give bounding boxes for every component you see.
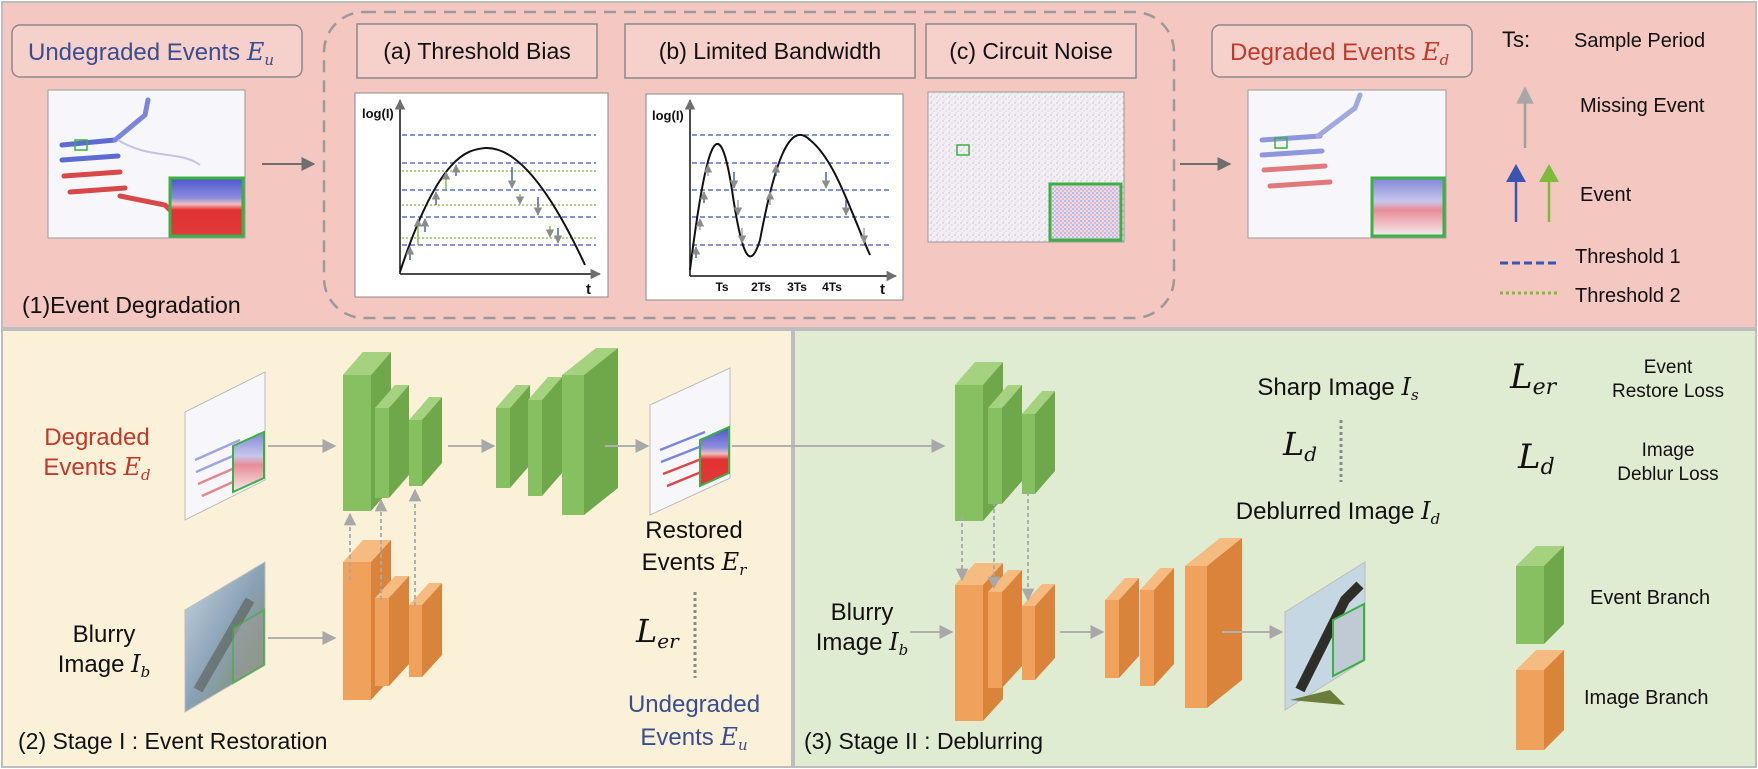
circuit-noise-image (927, 91, 1125, 243)
svg-text:2Ts: 2Ts (751, 280, 771, 294)
legend-ld-line2: Deblur Loss (1617, 464, 1718, 485)
sharp-image-label: Sharp Image Is (1257, 373, 1419, 404)
stage1-title: (2) Stage I : Event Restoration (18, 728, 327, 754)
svg-text:log(I): log(I) (362, 106, 394, 121)
stage1-blurry-label-2: Image Ib (58, 650, 150, 681)
legend-ler-symbol: Ler (1509, 357, 1558, 400)
legend-ler-line1: Event (1644, 357, 1693, 378)
degradation-section-title: (1)Event Degradation (22, 292, 241, 318)
stage1-undegraded-label: Undegraded (628, 691, 760, 718)
stage1-event-encoder (343, 352, 442, 511)
deblurred-image-label: Deblurred Image Id (1236, 497, 1441, 528)
stage2-loss-ld: Ld (1282, 425, 1317, 466)
stage2-blurry-label-2: Image Ib (816, 628, 908, 659)
legend-event-branch: Event Branch (1590, 587, 1710, 609)
stage1-feature-links (343, 488, 422, 606)
stage2-image-decoder (1105, 538, 1242, 708)
stage2-blurry-label: Blurry (831, 599, 894, 626)
undegraded-event-image (47, 89, 246, 239)
restored-events-label: Restored (645, 517, 742, 544)
stage1-loss-ler: Ler (635, 612, 680, 653)
legend-ts-value: Sample Period (1574, 30, 1705, 52)
event-branch-block-icon (1516, 546, 1564, 644)
deblurred-output-image (1284, 561, 1366, 711)
stage1-restored-event-image (649, 367, 731, 516)
svg-text:Ts: Ts (715, 280, 728, 294)
legend-threshold2: Threshold 2 (1575, 285, 1681, 307)
stage2-title: (3) Stage II : Deblurring (804, 728, 1043, 754)
stage1-image-encoder (343, 540, 442, 700)
legend-ld-line1: Image (1642, 440, 1695, 461)
stage1-event-decoder (496, 348, 618, 515)
stage1-degraded-label: Degraded (44, 424, 149, 451)
legend-ld-symbol: Ld (1517, 437, 1555, 480)
stage1-blurry-image (184, 561, 266, 713)
legend-ts-key: Ts: (1502, 27, 1530, 52)
degraded-event-image (1247, 89, 1447, 239)
legend-top: Ts: Sample Period Missing Event Event Th… (1500, 27, 1705, 307)
limited-bandwidth-plot: log(I) t Ts 2Ts 3Ts 4Ts (645, 93, 904, 301)
degraded-events-label: Degraded Events Ed (1230, 38, 1449, 69)
legend-ler-line2: Restore Loss (1612, 381, 1724, 402)
degraded-events-box (1211, 24, 1473, 78)
legend-image-branch: Image Branch (1584, 687, 1709, 709)
legend-bottom: Ler Event Restore Loss Ld Image Deblur L… (1509, 357, 1724, 750)
stage2-event-encoder (955, 362, 1055, 521)
stage1-degraded-event-image (184, 371, 266, 521)
stage2-feature-links (955, 492, 1035, 602)
tab-circuit-noise-label: (c) Circuit Noise (949, 38, 1113, 64)
stage2-panel (793, 329, 1757, 768)
undegraded-events-label: Undegraded Events Eu (28, 38, 274, 69)
svg-text:t: t (586, 281, 591, 298)
stage1-degraded-label-2: Events Ed (43, 453, 150, 484)
image-branch-block-icon (1516, 650, 1564, 750)
tab-limited-bandwidth (624, 23, 916, 79)
stage2-image-encoder (955, 563, 1055, 721)
legend-event: Event (1580, 184, 1632, 206)
degradation-modules-group (322, 10, 1176, 320)
svg-text:log(I): log(I) (652, 108, 684, 123)
tab-threshold-bias-label: (a) Threshold Bias (383, 38, 571, 64)
undegraded-events-box (11, 24, 303, 78)
legend-threshold1: Threshold 1 (1575, 246, 1681, 268)
threshold-bias-plot: log(I) t (354, 92, 609, 298)
legend-missing-event: Missing Event (1580, 95, 1705, 117)
tab-limited-bandwidth-label: (b) Limited Bandwidth (659, 38, 881, 64)
svg-text:t: t (880, 281, 885, 298)
svg-text:3Ts: 3Ts (787, 280, 807, 294)
tab-threshold-bias (356, 23, 598, 79)
stage1-blurry-label: Blurry (73, 621, 136, 648)
restored-events-label-2: Events Er (642, 548, 748, 579)
svg-text:4Ts: 4Ts (822, 280, 842, 294)
stage1-undegraded-label-2: Events Eu (640, 723, 747, 754)
tab-circuit-noise (925, 23, 1137, 79)
